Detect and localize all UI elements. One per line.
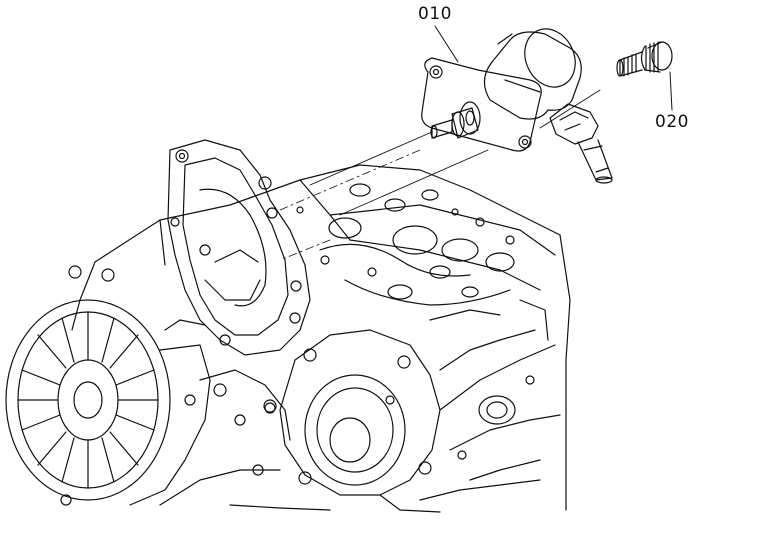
solenoid-part-010	[422, 21, 612, 183]
screw-part-020	[617, 42, 672, 76]
oil-filter-boss	[265, 330, 440, 495]
alignment-lines	[310, 90, 600, 215]
callout-020: 020	[655, 112, 689, 132]
engine-block	[6, 140, 570, 512]
callout-010: 010	[418, 4, 452, 24]
leader-lines	[435, 26, 672, 110]
centerline-dashed	[280, 150, 420, 260]
fan-housing	[6, 266, 210, 505]
